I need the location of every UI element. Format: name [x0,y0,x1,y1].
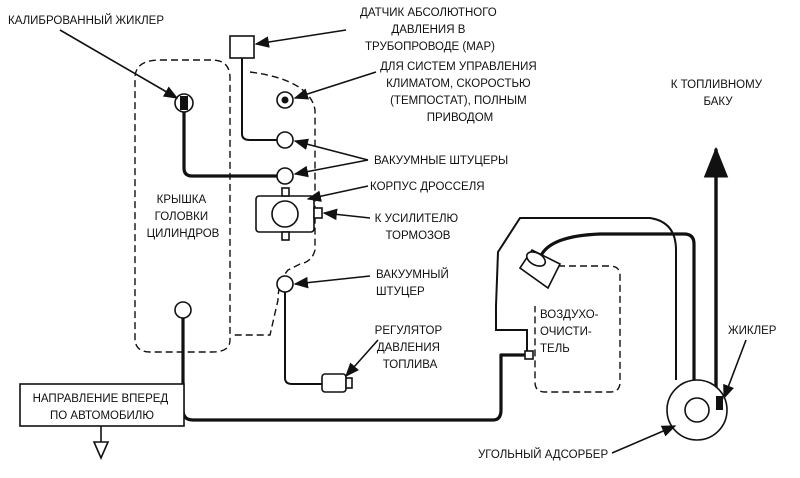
hose-map-to-fitting [241,55,286,141]
label-fuel-tank: К ТОПЛИВНОМУ БАКУ [671,79,765,108]
label-control-systems: ДЛЯ СИСТЕМ УПРАВЛЕНИЯ КЛИМАТОМ, СКОРОСТЬ… [380,61,540,124]
label-charcoal-canister: УГОЛЬНЫЙ АДСОРБЕР [478,448,608,461]
leader-vacuum-fittings-2 [293,159,369,178]
leader-control-systems [293,71,377,100]
forward-direction-arrow [92,426,110,460]
vacuum-fitting-single [276,275,294,293]
label-air-cleaner: ВОЗДУХО- ОЧИСТИ- ТЕЛЬ [540,309,602,355]
map-sensor [229,35,255,59]
calibrated-jet [174,93,194,113]
leader-charcoal-canister [611,425,677,454]
leader-fuel-regulator [345,339,379,378]
hose-purge-line [495,217,677,380]
leader-vacuum-fittings-1 [293,138,369,161]
charcoal-canister [666,379,728,441]
cylinder-head-cover-outline [134,59,231,353]
fuel-pressure-regulator [321,373,353,393]
leader-calibrated-jet [59,29,179,99]
air-cleaner-inlet [518,248,562,290]
label-vacuum-fitting: ВАКУУМНЫЙ ШТУЦЕР [376,268,452,298]
throttle-body [255,187,323,241]
vacuum-fitting-upper [276,131,294,149]
leader-map-sensor [254,29,347,48]
label-forward-direction: НАПРАВЛЕНИЕ ВПЕРЕД ПО АВТОМОБИЛЮ [33,393,172,422]
control-systems-fitting [276,91,294,109]
hose-regulator-line [284,283,323,385]
leader-jet [723,339,747,400]
label-map-sensor: ДАТЧИК АБСОЛЮТНОГО ДАВЛЕНИЯ В ТРУБОПРОВО… [360,7,500,53]
air-cleaner-port [524,350,534,360]
canister-jet [716,396,723,410]
label-fuel-regulator: РЕГУЛЯТОР ДАВЛЕНИЯ ТОПЛИВА [375,325,446,371]
head-cover-fitting [174,301,192,319]
forward-direction-box [19,383,185,427]
air-cleaner-outline [534,265,621,393]
label-throttle-body: КОРПУС ДРОССЕЛЯ [370,181,485,193]
leader-throttle-body [306,185,369,202]
hose-air-cleaner-to-canister [538,232,696,388]
label-vacuum-fittings: ВАКУУМНЫЕ ШТУЦЕРЫ [374,155,508,167]
leader-vacuum-fitting [293,275,371,289]
leader-brake-booster [322,208,371,221]
hose-jet-to-fitting [182,110,287,178]
label-cylinder-head-cover: КРЫШКА ГОЛОВКИ ЦИЛИНДРОВ [147,194,220,240]
label-calibrated-jet: КАЛИБРОВАННЫЙ ЖИКЛЕР [8,14,164,27]
label-brake-booster: К УСИЛИТЕЛЮ ТОРМОЗОВ [375,213,462,242]
vacuum-fitting-lower [276,167,294,185]
label-jet: ЖИКЛЕР [728,325,777,337]
